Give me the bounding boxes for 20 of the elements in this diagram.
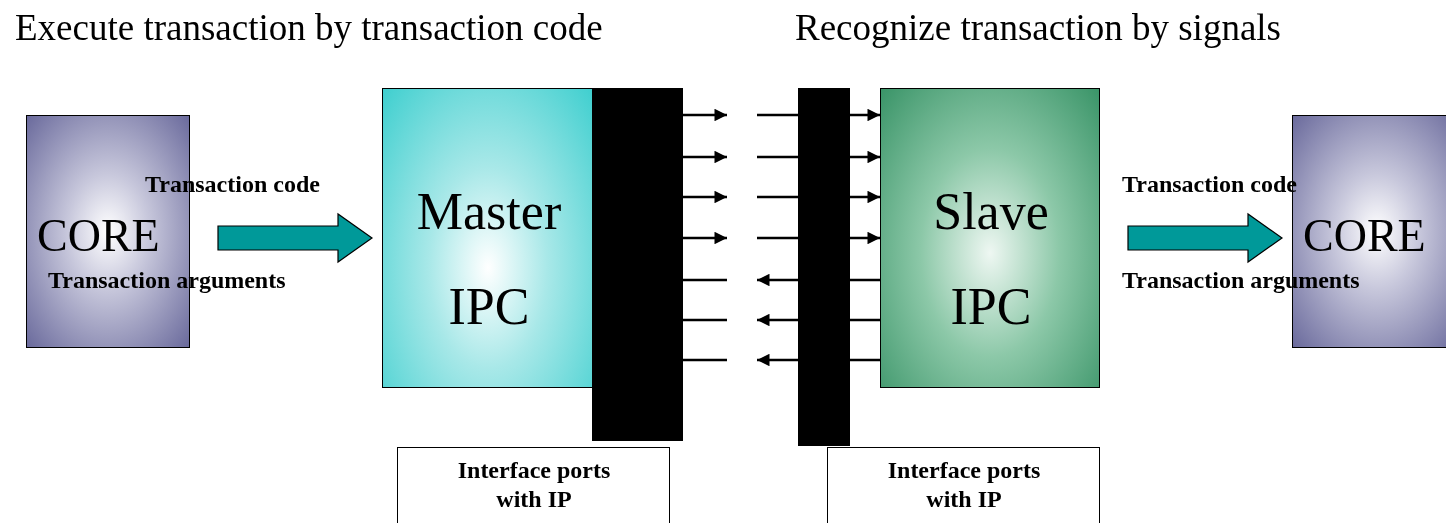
signal-arrow <box>683 231 727 245</box>
block-arrow <box>1127 212 1284 264</box>
block-label: Slave IPC <box>932 182 1050 337</box>
signal-arrow <box>683 190 727 204</box>
block-label: Master IPC <box>415 182 563 337</box>
block-label: Interface ports with IP <box>456 456 612 514</box>
signal-arrow <box>683 150 727 164</box>
port-bar <box>798 88 850 446</box>
heading: Execute transaction by transaction code <box>15 8 603 49</box>
block-label: Interface ports with IP <box>886 456 1042 514</box>
signal-arrow <box>683 108 727 122</box>
interface-box <box>827 447 1100 523</box>
block-label: CORE <box>37 211 161 262</box>
interface-box <box>397 447 670 523</box>
heading: Recognize transaction by signals <box>795 8 1281 49</box>
block-arrow <box>217 212 374 264</box>
ipc-block <box>382 88 594 388</box>
block-label: CORE <box>1303 211 1427 262</box>
port-bar <box>592 88 683 441</box>
ipc-block <box>880 88 1100 388</box>
